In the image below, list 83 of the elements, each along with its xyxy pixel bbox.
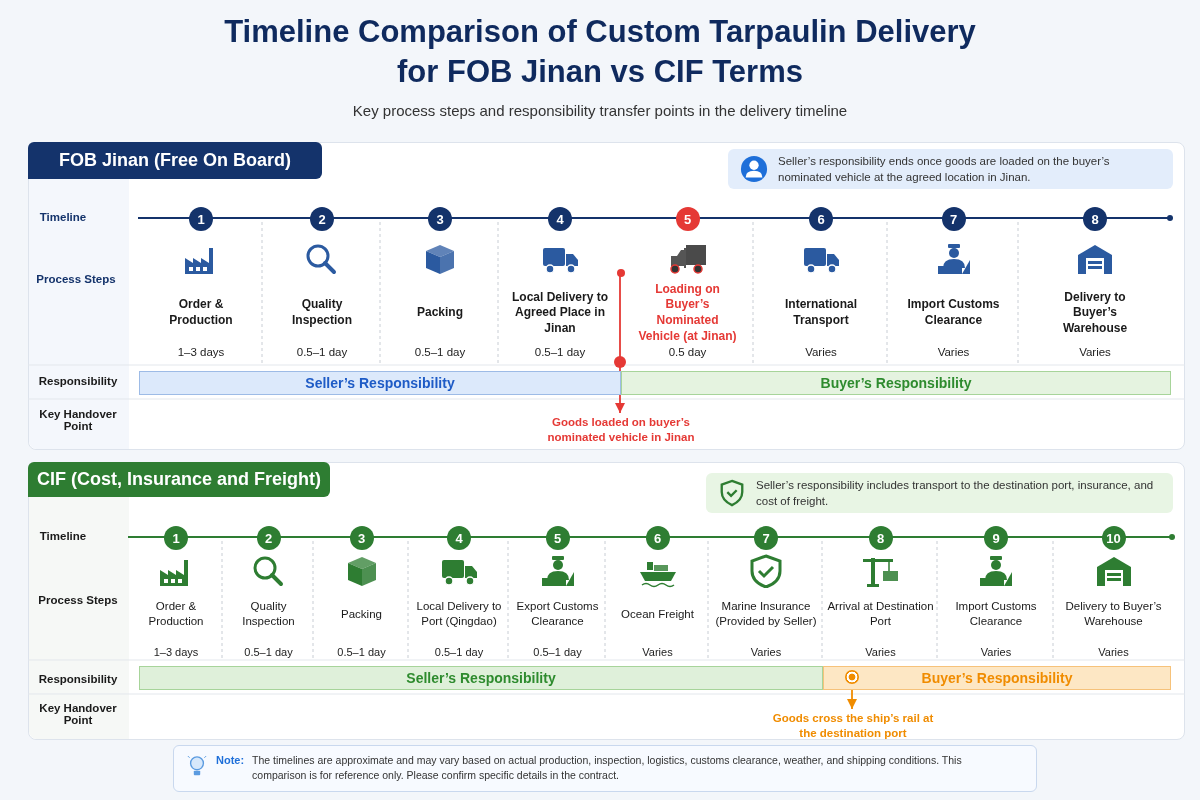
step-duration: 1–3 days xyxy=(153,646,199,658)
step-name: Delivery to Buyer’s Warehouse xyxy=(1061,289,1129,337)
step-number: 8 xyxy=(1083,207,1107,231)
step-duration: Varies xyxy=(1079,346,1111,358)
step-name: Marine Insurance (Provided by Seller) xyxy=(714,599,818,629)
step-name: Arrival at Destination Port xyxy=(826,599,935,629)
row-label: Process Steps xyxy=(35,273,117,285)
step-number: 8 xyxy=(868,526,893,550)
row-label: Responsibility xyxy=(37,673,119,685)
title: Timeline Comparison of Custom Tarpaulin Delivery for FOB Jinan vs CIF Terms xyxy=(223,13,977,91)
step-name: Ocean Freight xyxy=(621,606,694,622)
step-name: Delivery to Buyer’s Warehouse xyxy=(1064,599,1163,629)
responsibility-bar: Seller’s Responsibility xyxy=(139,666,823,690)
step-duration: 1–3 days xyxy=(177,346,225,358)
step-name: Order & Production xyxy=(147,599,205,629)
step-duration: 0.5–1 day xyxy=(337,646,386,658)
step-number: 2 xyxy=(310,207,334,231)
step-name: Export Customs Clearance xyxy=(515,599,600,629)
step-number: 2 xyxy=(256,526,281,550)
responsibility-bar: Buyer’s Responsibility xyxy=(823,666,1171,690)
step-duration: 0.5–1 day xyxy=(533,646,582,658)
row-label: Responsibility xyxy=(37,375,119,387)
step-duration: 0.5–1 day xyxy=(296,346,348,358)
step-number: 4 xyxy=(447,526,471,550)
step-name: Packing xyxy=(341,606,382,622)
step-number: 1 xyxy=(164,526,188,550)
handover-note: Goods loaded on buyer’s nominated vehicle in Jinan xyxy=(536,415,706,449)
step-duration: 0.5–1 day xyxy=(244,646,293,658)
info-text: Seller’s responsibility ends once goods are loaded on the buyer’s nominated vehicle at the agreed location in Jinan. xyxy=(778,153,1111,185)
step-name: International Transport xyxy=(784,297,858,329)
step-name: Quality Inspection xyxy=(241,599,296,629)
step-number: 10 xyxy=(1101,526,1126,550)
step-number: 5 xyxy=(545,526,570,550)
subtitle: Key process steps and responsibility transfer points in the delivery timeline xyxy=(351,102,849,119)
step-number: 9 xyxy=(984,526,1008,550)
step-number: 7 xyxy=(754,526,778,550)
step-name: Import Customs Clearance xyxy=(906,297,1001,329)
step-number: 1 xyxy=(189,207,213,231)
step-name: Import Customs Clearance xyxy=(954,599,1038,629)
step-duration: 0.5–1 day xyxy=(534,346,586,358)
section-header: FOB Jinan (Free On Board) xyxy=(28,142,322,179)
step-duration: Varies xyxy=(750,646,782,658)
step-duration: Varies xyxy=(980,646,1012,658)
step-number: 7 xyxy=(941,207,966,231)
info-text: Seller’s responsibility includes transport to the destination port, insurance, and cost of freight. xyxy=(756,477,1155,509)
step-number: 5 xyxy=(675,207,700,231)
step-name: Order & Production xyxy=(168,297,234,329)
step-number: 3 xyxy=(428,207,452,231)
note-box xyxy=(173,745,1037,792)
step-number: 6 xyxy=(645,526,670,550)
step-duration: Varies xyxy=(937,346,970,358)
handover-marker xyxy=(617,269,625,277)
row-label: Timeline xyxy=(38,211,88,223)
step-name: Packing xyxy=(417,305,463,321)
section-panel xyxy=(28,142,1185,450)
row-label: Key Handover Point xyxy=(38,408,118,432)
step-duration: Varies xyxy=(642,646,673,658)
row-label: Key Handover Point xyxy=(38,702,118,726)
info-box xyxy=(728,149,1173,189)
step-number: 4 xyxy=(548,207,572,231)
row-label: Timeline xyxy=(38,530,88,542)
handover-note: Goods cross the ship’s rail at the destination port xyxy=(768,711,938,741)
step-duration: Varies xyxy=(1098,646,1129,658)
note-label: Note: xyxy=(216,753,245,768)
step-duration: 0.5–1 day xyxy=(414,346,466,358)
step-name: Local Delivery to Port (Qingdao) xyxy=(415,599,503,629)
leader-line xyxy=(847,688,857,710)
step-number: 6 xyxy=(809,207,833,231)
step-duration: 0.5–1 day xyxy=(434,646,484,658)
step-name: Quality Inspection xyxy=(291,297,353,329)
note-text: The timelines are approximate and may vary based on actual production, inspection, logistics, customs clearance, weather, and shipping conditions. This comparison is for reference only. Please confirm specific details in the contract. xyxy=(252,753,963,783)
responsibility-bar: Buyer’s Responsibility xyxy=(621,371,1171,395)
step-duration: 0.5 day xyxy=(668,346,707,358)
responsibility-bar: Seller’s Responsibility xyxy=(139,371,621,395)
step-number: 3 xyxy=(349,526,374,550)
section-header: CIF (Cost, Insurance and Freight) xyxy=(28,462,330,497)
step-duration: Varies xyxy=(865,646,896,658)
row-label: Process Steps xyxy=(37,594,119,606)
step-name: Local Delivery to Agreed Place in Jinan xyxy=(510,289,609,337)
info-box xyxy=(706,473,1173,513)
step-name: Loading on Buyer’s Nominated Vehicle (at Jinan) xyxy=(637,281,738,345)
step-duration: Varies xyxy=(805,346,837,358)
section-panel xyxy=(28,462,1185,740)
